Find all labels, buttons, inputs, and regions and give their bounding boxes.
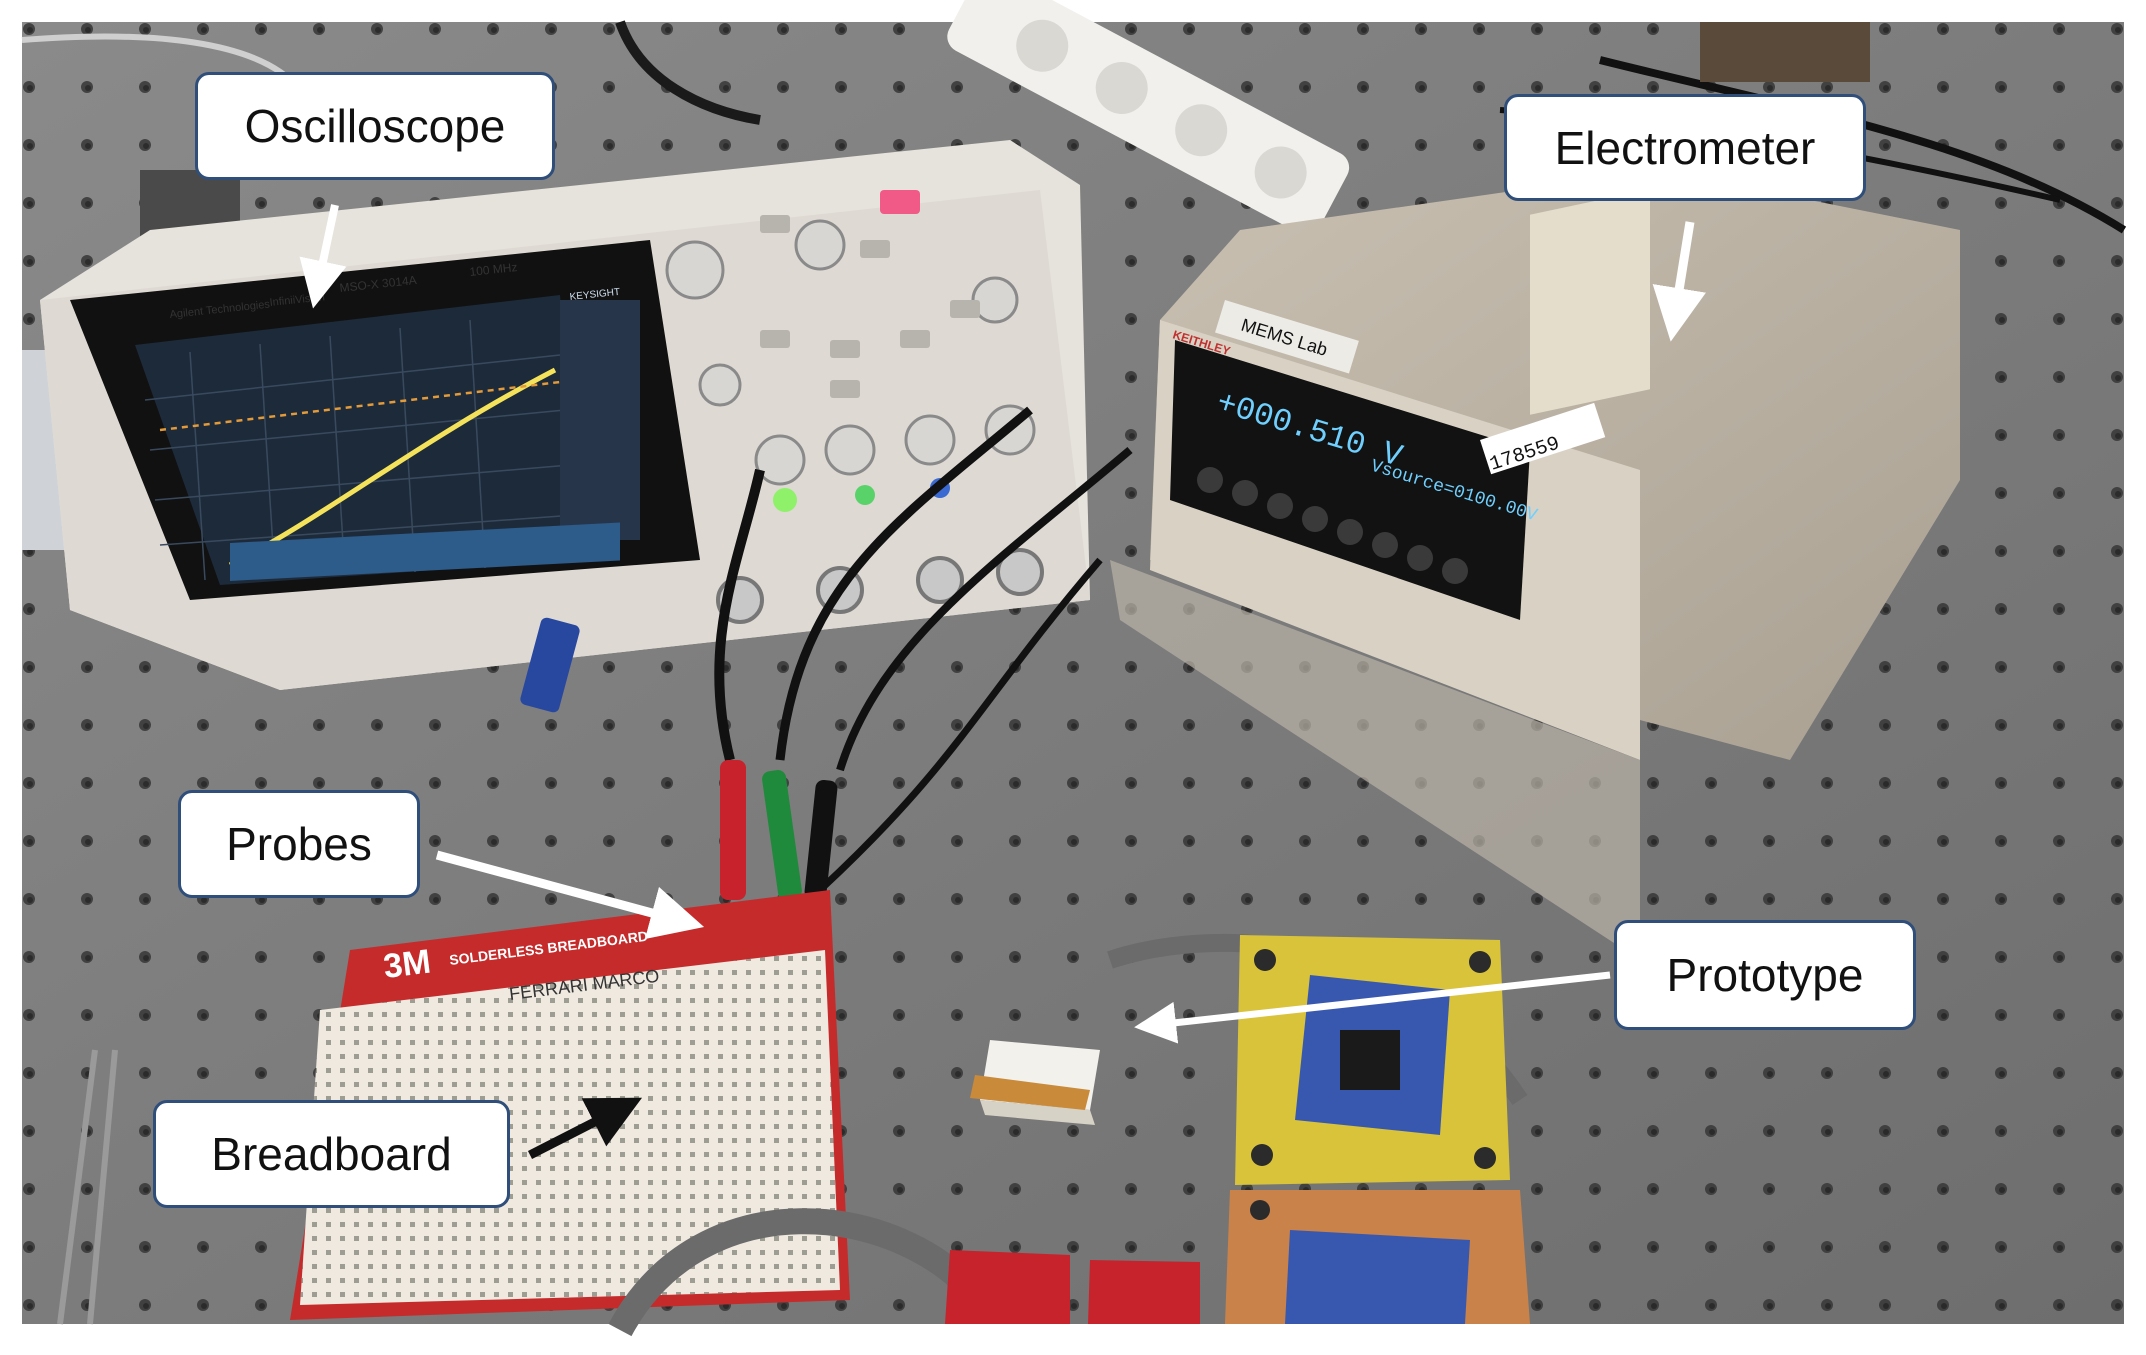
prototype-arrow xyxy=(1134,971,1611,1044)
probe-green xyxy=(762,769,802,901)
electrometer-label: Electrometer xyxy=(1504,94,1866,201)
breadboard-arrow xyxy=(527,1097,643,1160)
breadboard: 3M SOLDERLESS BREADBOARD FERRARI MARCO xyxy=(290,890,850,1320)
copper-pcb-board xyxy=(1225,1190,1530,1324)
oscilloscope-label: Oscilloscope xyxy=(195,72,555,180)
prototype-device xyxy=(970,1040,1100,1125)
oscilloscope-arrow xyxy=(299,204,347,309)
probe-black xyxy=(804,779,838,901)
breadboard-brand-text: 3M xyxy=(381,942,433,985)
oscilloscope-screen xyxy=(135,295,580,585)
power-strip xyxy=(947,0,1350,235)
scope-logo-text: KEYSIGHT xyxy=(569,287,620,303)
breadboard-label: Breadboard xyxy=(153,1100,510,1208)
electrometer-arrow xyxy=(1652,221,1706,342)
yellow-pcb-board xyxy=(1235,935,1510,1185)
red-module-right xyxy=(1088,1260,1200,1324)
probe-red xyxy=(720,760,746,900)
prototype-label: Prototype xyxy=(1614,920,1916,1030)
probes-arrow xyxy=(435,850,705,940)
probes-label: Probes xyxy=(178,790,420,898)
red-module-left xyxy=(945,1250,1070,1324)
scope-bandwidth-text: 100 MHz xyxy=(469,260,518,279)
electrometer: +000.510 V Vsource=0100.00V KEITHLEY MEM… xyxy=(1110,170,1960,960)
electrometer-display xyxy=(1170,340,1530,620)
